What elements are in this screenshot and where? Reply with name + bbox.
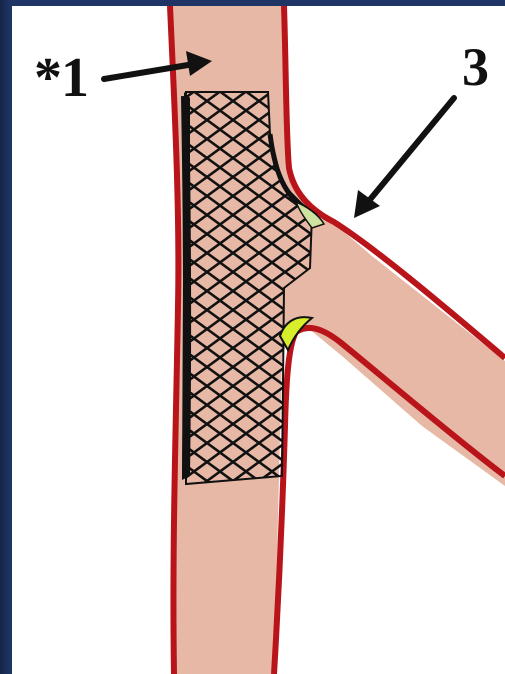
- callout-label-3: 3: [462, 40, 489, 94]
- arrow-3: [354, 98, 454, 218]
- callout-label-1: *1: [34, 50, 88, 106]
- branch-vessel: [288, 196, 505, 486]
- diagram-panel: *1 3: [12, 6, 505, 674]
